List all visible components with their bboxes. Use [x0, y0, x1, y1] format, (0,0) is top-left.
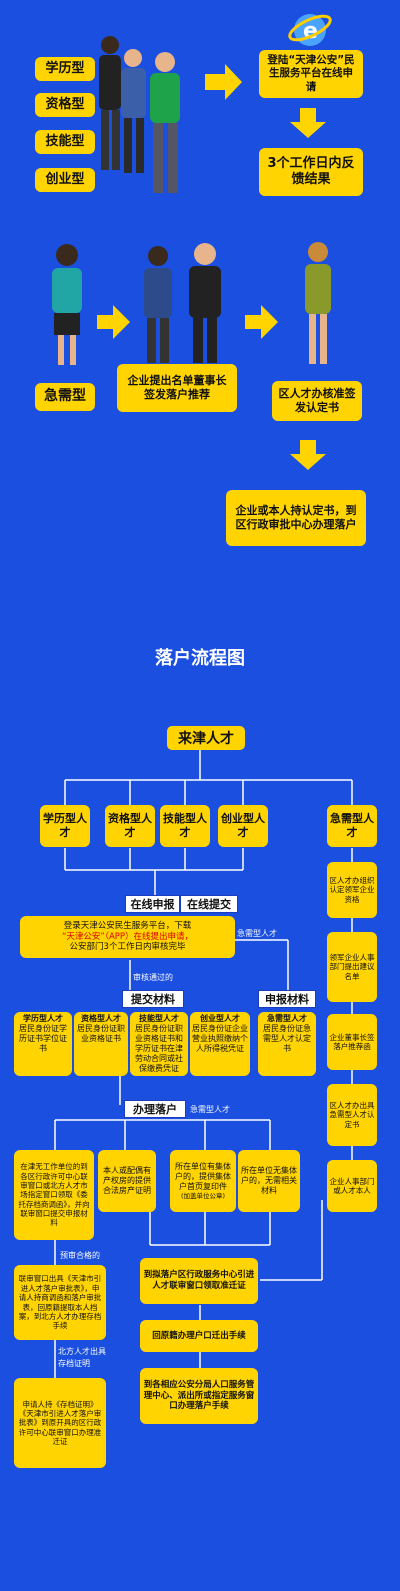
flow-center-move-out: 回原籍办理户口迁出手续: [140, 1320, 258, 1352]
submit-materials-label: 提交材料: [122, 990, 184, 1008]
materials-head-xueli: 学历型人才: [23, 1014, 63, 1023]
urgent-label: 急需型: [35, 383, 95, 411]
online-desc-line2: “天津公安”（APP）在线提出申请，: [61, 931, 194, 942]
materials-head-zige: 资格型人才: [81, 1014, 121, 1023]
materials-body-chuangye: 居民身份证企业营业执照缴纳个人所得税凭证: [192, 1024, 248, 1053]
north-talent-label-2: 存档证明: [58, 1359, 90, 1368]
materials-chuangye: 创业型人才 居民身份证企业营业执照缴纳个人所得税凭证: [190, 1012, 250, 1076]
flowchart-title: 落户流程图: [155, 648, 245, 669]
flow-right-step-3: 企业董事长签落户推荐函: [327, 1014, 377, 1070]
online-submit-label: 在线提交: [180, 895, 238, 913]
materials-zige: 资格型人才 居民身份证职业资格证书: [74, 1012, 128, 1076]
online-apply-label: 在线申报: [125, 895, 180, 913]
passed-label: 审核通过的: [133, 973, 173, 982]
materials-head-urgent: 急需型人才: [267, 1014, 307, 1023]
category-chuangye: 创业型: [35, 168, 95, 192]
online-desc-line1: 登录天津公安民生服务平台，下载: [63, 921, 192, 932]
flow-left-permit: 申请人持《存档证明》《天津市引进人才落户审批表》到原开具的区行政许可中心联审窗口…: [14, 1378, 106, 1468]
flow-type-zige: 资格型人才: [105, 805, 155, 847]
flow-type-urgent: 急需型人才: [327, 805, 377, 847]
materials-body-jineng: 居民身份证职业资格证书和学历证书在津劳动合同或社保缴费凭证: [135, 1024, 183, 1073]
materials-head-jineng: 技能型人才: [139, 1014, 179, 1023]
top-step-online-apply: 登陆“天津公安”民生服务平台在线申请: [259, 50, 363, 98]
flow-center-register: 到各相应公安分局人口服务管理中心、派出所或指定服务窗口办理落户手续: [140, 1368, 258, 1424]
flow-right-step-5: 企业人事部门或人才本人: [327, 1160, 377, 1212]
materials-body-urgent: 居民身份证急需型人才认定书: [263, 1024, 311, 1053]
urgent-step-certify: 区人才办核准签发认定书: [272, 381, 362, 421]
flow-mid-collective: 所在单位有集体户的，提供集体户首页复印件 (加盖单位公章): [170, 1150, 236, 1212]
category-zige: 资格型: [35, 93, 95, 117]
north-talent-label: 北方人才出具: [58, 1347, 106, 1356]
materials-head-chuangye: 创业型人才: [200, 1014, 240, 1023]
flow-left-desc: 在津无工作单位的到各区行政许可中心联审窗口或北方人才市场指定窗口领取《委托存档商…: [14, 1150, 94, 1240]
flow-right-step-4: 区人才办出具急需型人才认定书: [327, 1084, 377, 1146]
top-step-feedback: 3个工作日内反馈结果: [259, 148, 363, 196]
declare-materials-label: 申报材料: [258, 990, 316, 1008]
category-xueli: 学历型: [35, 57, 95, 81]
online-desc-line3: 公安部门3个工作日内审核完毕: [69, 942, 186, 953]
flow-mid-house: 本人或配偶有产权房的提供合法房产证明: [98, 1150, 156, 1212]
svg-text:e: e: [303, 19, 318, 44]
category-jineng: 技能型: [35, 130, 95, 154]
materials-jineng: 技能型人才 居民身份证职业资格证书和学历证书在津劳动合同或社保缴费凭证: [130, 1012, 188, 1076]
flow-mid-none: 所在单位无集体户的，无需相关材料: [238, 1150, 300, 1212]
urgent-step-company: 企业提出名单董事长签发落户推荐: [117, 364, 237, 412]
materials-urgent: 急需型人才 居民身份证急需型人才认定书: [258, 1012, 316, 1076]
handle-registration-label: 办理落户: [124, 1100, 186, 1118]
flow-mid-collective-note: (加盖单位公章): [180, 1191, 226, 1200]
flow-right-step-2: 领军企业人事部门提出建议名单: [327, 932, 377, 1002]
flow-center-permit: 到拟落户区行政服务中心引进人才联审窗口领取准迁证: [140, 1258, 258, 1304]
flow-type-chuangye: 创业型人才: [218, 805, 268, 847]
urgent-branch-label-2: 急需型人才: [190, 1105, 230, 1114]
materials-body-xueli: 居民身份证学历证书学位证书: [19, 1024, 67, 1053]
flow-mid-collective-text: 所在单位有集体户的，提供集体户首页复印件: [175, 1161, 231, 1191]
flow-root: 来津人才: [167, 726, 245, 750]
flow-type-xueli: 学历型人才: [40, 805, 90, 847]
pre-pass-label: 预审合格的: [60, 1251, 100, 1260]
flow-type-jineng: 技能型人才: [160, 805, 210, 847]
urgent-step-register: 企业或本人持认定书，到区行政审批中心办理落户: [226, 490, 366, 546]
flow-right-step-1: 区人才办组织认定领军企业资格: [327, 862, 377, 918]
flow-left-approval: 联审窗口出具《天津市引进人才落户审批表》，申请人持商调函和落户审批表，回原籍提取…: [14, 1265, 106, 1340]
online-desc-box: 登录天津公安民生服务平台，下载 “天津公安”（APP）在线提出申请， 公安部门3…: [20, 916, 235, 958]
materials-xueli: 学历型人才 居民身份证学历证书学位证书: [14, 1012, 72, 1076]
urgent-branch-label-1: 急需型人才: [237, 929, 277, 938]
materials-body-zige: 居民身份证职业资格证书: [77, 1024, 125, 1043]
